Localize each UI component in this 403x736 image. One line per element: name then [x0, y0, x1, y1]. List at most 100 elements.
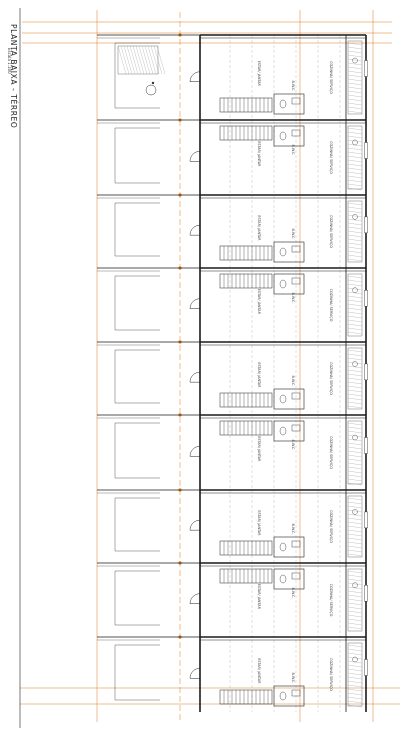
- counter-hatch: [347, 167, 363, 171]
- room-label: B.W.C.: [291, 588, 295, 599]
- counter-hatch: [347, 307, 363, 311]
- counter-hatch: [347, 590, 363, 594]
- sink: [291, 689, 301, 697]
- counter-hatch: [347, 644, 363, 648]
- parking-hatch: [141, 45, 151, 75]
- kitchen-counter: [347, 200, 363, 263]
- counter-hatch: [347, 574, 363, 578]
- counter-hatch: [347, 139, 363, 143]
- counter-hatch: [347, 147, 363, 151]
- counter-hatch: [347, 680, 363, 684]
- window: [364, 659, 368, 676]
- sink: [291, 540, 301, 548]
- door-swing-icon: [189, 71, 201, 82]
- bathroom-walls: [273, 420, 305, 442]
- counter-hatch: [347, 529, 363, 533]
- counter-hatch: [347, 78, 363, 82]
- counter-hatch: [347, 696, 363, 700]
- counter-hatch: [347, 405, 363, 409]
- counter-outline: [347, 420, 363, 485]
- parking-hatch: [129, 45, 139, 75]
- counter-hatch: [347, 454, 363, 458]
- stair-icon: [219, 568, 273, 584]
- counter-hatch: [347, 594, 363, 598]
- counter-hatch: [347, 214, 363, 218]
- kitchen-counter: [347, 420, 363, 486]
- kitchen-sink: [352, 509, 358, 515]
- counter-hatch: [347, 287, 363, 291]
- room-label: COZINHA/ SERVIÇO: [329, 61, 333, 94]
- window: [364, 290, 368, 307]
- counter-hatch: [347, 222, 363, 226]
- bathroom-walls: [273, 125, 305, 147]
- bathroom: [273, 685, 305, 707]
- counter-outline: [347, 273, 363, 337]
- sink: [291, 392, 301, 400]
- room-label: B.W.C.: [291, 524, 295, 535]
- sink: [291, 572, 301, 580]
- counter-hatch: [347, 377, 363, 381]
- toilet: [279, 131, 287, 141]
- counter-hatch: [347, 652, 363, 656]
- counter-hatch: [347, 254, 363, 258]
- window: [364, 60, 368, 77]
- counter-hatch: [347, 389, 363, 393]
- counter-hatch: [347, 230, 363, 234]
- kitchen-counter: [347, 642, 363, 708]
- counter-hatch: [347, 327, 363, 331]
- room-label: ESTAR/ JANTAR: [257, 584, 261, 610]
- counter-hatch: [347, 353, 363, 357]
- counter-hatch: [347, 618, 363, 622]
- counter-hatch: [347, 458, 363, 462]
- stair-icon: [219, 97, 273, 113]
- bathroom: [273, 241, 305, 263]
- counter-hatch: [347, 478, 363, 482]
- stair-outline: [219, 392, 273, 408]
- parking-hatch: [120, 45, 130, 75]
- room-label: COZINHA/ SERVIÇO: [329, 658, 333, 691]
- counter-hatch: [347, 242, 363, 246]
- bathroom-walls: [273, 93, 305, 115]
- stair-icon: [219, 245, 273, 261]
- room-label: ESTAR/ JANTAR: [257, 61, 261, 87]
- counter-hatch: [347, 58, 363, 62]
- room-label: COZINHA/ SERVIÇO: [329, 362, 333, 395]
- construction-grid: [229, 35, 341, 712]
- stair-icon: [219, 540, 273, 556]
- counter-hatch: [347, 159, 363, 163]
- counter-hatch: [347, 299, 363, 303]
- counter-hatch: [347, 349, 363, 353]
- door-swing-icon: [189, 224, 201, 236]
- counter-hatch: [347, 234, 363, 238]
- parking-area: [117, 45, 166, 75]
- stair-outline: [219, 540, 273, 556]
- kitchen-sink: [352, 57, 358, 64]
- stair-outline: [219, 245, 273, 261]
- counter-hatch: [347, 291, 363, 295]
- yard-outline: [114, 497, 160, 552]
- counter-hatch: [347, 373, 363, 377]
- room-label: B.W.C.: [291, 376, 295, 387]
- counter-hatch: [347, 545, 363, 549]
- counter-hatch: [347, 151, 363, 155]
- counter-hatch: [347, 250, 363, 254]
- door-swing-icon: [189, 298, 201, 309]
- yard-outline: [114, 127, 160, 184]
- counter-hatch: [347, 513, 363, 517]
- counter-hatch: [347, 578, 363, 582]
- stair-outline: [219, 568, 273, 584]
- window: [364, 363, 368, 381]
- counter-hatch: [347, 462, 363, 466]
- counter-outline: [347, 568, 363, 632]
- kitchen-counter: [347, 273, 363, 337]
- counter-hatch: [347, 127, 363, 131]
- bathroom-walls: [273, 241, 305, 263]
- counter-hatch: [347, 668, 363, 672]
- counter-hatch: [347, 553, 363, 557]
- counter-hatch: [347, 279, 363, 283]
- door-swing-icon: [189, 593, 201, 604]
- door-swing-icon: [189, 668, 201, 679]
- room-label: B.W.C.: [291, 440, 295, 451]
- counter-hatch: [347, 401, 363, 405]
